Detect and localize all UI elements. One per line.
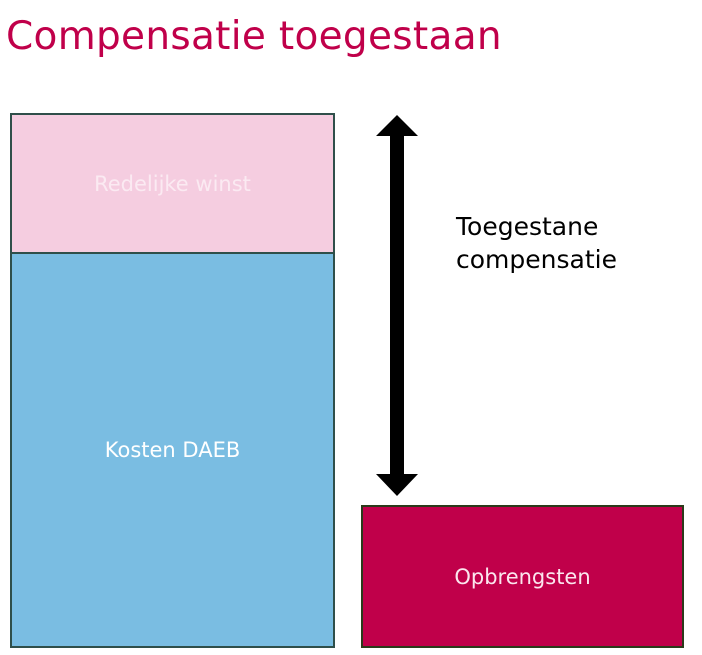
label-line-1: Toegestane [456,212,599,241]
kosten-daeb-label: Kosten DAEB [104,438,241,462]
diagram-title: Compensatie toegestaan [6,14,502,59]
opbrengsten-label: Opbrengsten [454,564,591,589]
toegestane-compensatie-label: Toegestane compensatie [456,210,617,276]
label-line-2: compensatie [456,245,617,274]
double-arrow [376,115,418,496]
kosten-daeb-box: Kosten DAEB [10,252,335,648]
redelijke-winst-label: Redelijke winst [94,171,251,196]
redelijke-winst-box: Redelijke winst [10,113,335,254]
opbrengsten-box: Opbrengsten [361,505,684,648]
